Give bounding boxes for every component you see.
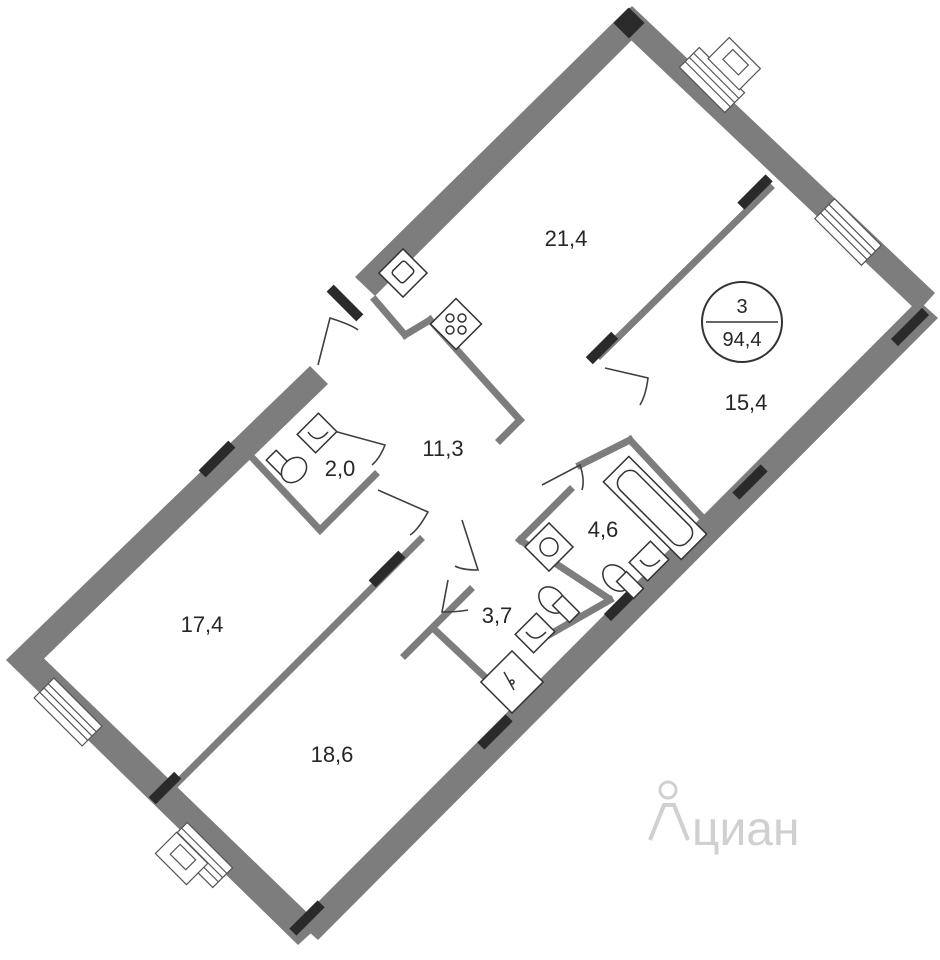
structural-columns xyxy=(148,7,930,936)
rooms-count: 3 xyxy=(736,296,747,318)
room-area-shower: 3,7 xyxy=(482,603,513,628)
shower-sink-icon xyxy=(514,612,556,654)
doors xyxy=(317,316,649,613)
room-area-hall: 11,3 xyxy=(422,436,463,461)
kitchen-sink xyxy=(377,247,429,299)
total-area: 94,4 xyxy=(723,329,762,351)
summary-badge: 3 94,4 xyxy=(701,281,783,363)
shower-tray-icon xyxy=(479,649,545,715)
washing-machine-icon xyxy=(523,521,575,573)
room-area-living: 21,4 xyxy=(545,226,588,251)
watermark: циан xyxy=(648,780,800,856)
wc-sink xyxy=(296,412,338,454)
interior-walls xyxy=(165,183,775,795)
windows xyxy=(33,36,883,889)
shower-toilet-icon xyxy=(538,586,581,624)
stove-icon xyxy=(429,297,483,351)
room-area-bedroom-west: 17,4 xyxy=(181,612,224,637)
room-area-bathroom: 4,6 xyxy=(588,517,619,542)
bathroom-toilet-icon xyxy=(602,564,645,600)
room-area-wc: 2,0 xyxy=(325,456,356,481)
bathroom-sink-icon xyxy=(628,540,670,582)
room-area-bedroom-east: 15,4 xyxy=(725,390,768,415)
wc-toilet-icon xyxy=(265,449,308,484)
room-area-bedroom-south: 18,6 xyxy=(311,742,354,767)
watermark-text: циан xyxy=(692,803,800,856)
bathtub-icon xyxy=(602,455,708,561)
